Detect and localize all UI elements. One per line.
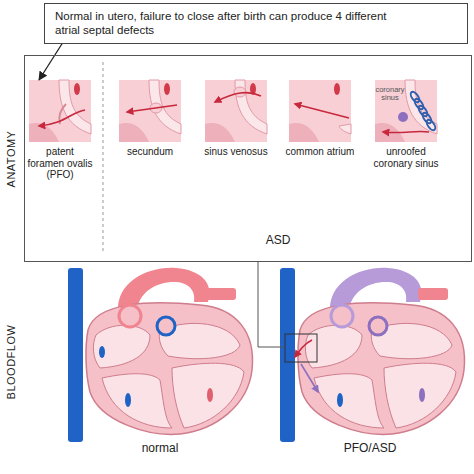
ventricle-wall <box>119 123 149 142</box>
vessel <box>164 83 170 95</box>
common-atrium-illustration <box>289 80 351 142</box>
heart-body <box>298 303 465 435</box>
valve-leaflet <box>125 393 131 407</box>
section-heading: ANATOMY <box>5 130 17 187</box>
pulmonary-vein <box>206 288 236 300</box>
valve-leaflet <box>207 388 213 402</box>
pulmonary-valve <box>157 317 175 335</box>
shunt-arrow <box>295 340 312 357</box>
defect-name: unroofed coronary sinus <box>368 146 444 169</box>
aortic-valve <box>331 305 353 327</box>
zoom-box <box>285 334 317 362</box>
atrium-ground <box>119 80 181 142</box>
secundum-illustration <box>119 80 181 142</box>
left-ventricle <box>384 363 456 428</box>
defect-name: common atrium <box>282 146 358 158</box>
coronary-sinus-coil <box>425 118 437 131</box>
pulmonary-valve <box>369 317 387 335</box>
right-ventricle <box>102 374 172 428</box>
atrium-ground <box>29 80 91 142</box>
vena-cava <box>280 268 295 442</box>
divider-line <box>103 62 104 252</box>
structure-label: coronary sinus <box>369 86 411 103</box>
section-heading: BLOODFLOW <box>5 325 17 400</box>
ventricle-wall <box>205 123 235 142</box>
vena-cava <box>68 268 83 442</box>
pulmonary-vein <box>418 288 448 300</box>
flow-arrow <box>295 104 349 118</box>
atrial-septum <box>235 80 267 134</box>
sinus-venosus-illustration <box>205 80 267 142</box>
defect-panel: sinus venosus <box>198 80 274 158</box>
flow-arrow <box>127 105 177 112</box>
coronary-sinus-ostium <box>398 112 408 122</box>
heart-caption: normal <box>60 441 260 455</box>
atrial-septum <box>405 80 437 134</box>
connector <box>39 44 62 80</box>
defect-panel: patent foramen ovalis (PFO) <box>27 80 93 181</box>
septal-remnant <box>339 124 351 134</box>
defect-panel: common atrium <box>282 80 358 158</box>
defect-name: patent foramen ovalis (PFO) <box>27 146 93 181</box>
group-label: ASD <box>248 234 308 247</box>
ventricle-wall <box>289 123 319 142</box>
vessel <box>74 83 80 95</box>
heart-body <box>86 303 253 435</box>
mixed-flow-arrow <box>301 364 318 392</box>
heart-figure: normal <box>60 265 260 455</box>
valve-leaflet <box>419 388 425 402</box>
left-ventricle <box>172 363 244 428</box>
flow-arrow <box>39 110 85 126</box>
connector <box>258 262 284 347</box>
flow-arrow <box>383 131 429 132</box>
pfo-illustration <box>29 80 91 142</box>
defect-panel: secundum <box>112 80 188 158</box>
vessel <box>334 83 340 95</box>
aortic-valve <box>119 305 141 327</box>
flow-arrow <box>215 93 261 102</box>
valve-leaflet <box>99 346 105 358</box>
callout-box: Normal in utero, failure to close after … <box>44 3 468 44</box>
atrium-ground <box>289 80 351 142</box>
atrial-septum <box>59 80 91 134</box>
defect-name: sinus venosus <box>198 146 274 158</box>
normal-heart <box>68 268 253 442</box>
heart-figure: PFO/ASD <box>284 265 456 455</box>
atrium-ground <box>205 80 267 142</box>
callout-text: Normal in utero, failure to close after … <box>55 9 405 38</box>
heart-caption: PFO/ASD <box>284 441 456 455</box>
anatomy-frame: ANATOMYpatent foramen ovalis (PFO)secund… <box>24 55 472 262</box>
right-ventricle <box>314 374 384 428</box>
right-atrium <box>93 325 150 368</box>
pfo-asd-heart <box>280 268 465 442</box>
defect-name: secundum <box>112 146 188 158</box>
valve-leaflet <box>337 393 343 407</box>
